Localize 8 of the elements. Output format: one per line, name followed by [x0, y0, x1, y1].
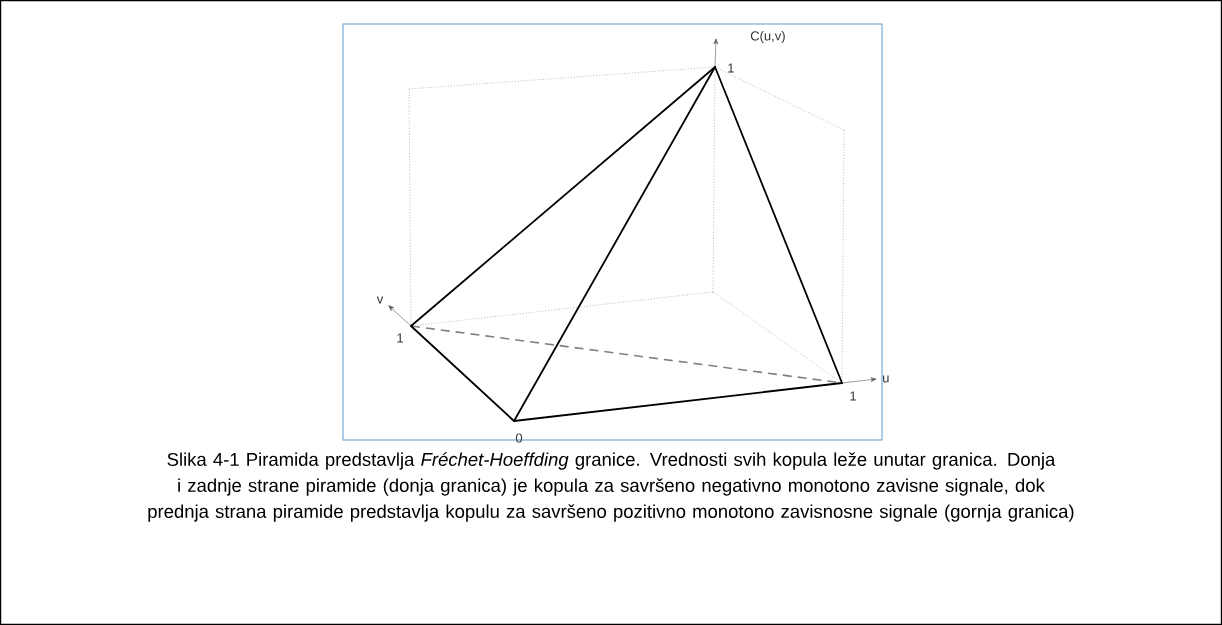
caption: Slika 4-1 Piramida predstavlja Fréchet-Hoeffding granice. Vrednosti svih kopula leže unutar granica. Donja i zadnje strane piramide (donja granica) je kopula za savršeno negativno monotono zavisne signale, dok prednja strana piramide predstavlja kopulu za savršeno pozitivno monotono zavisnosne signale (gornja granica) [148, 452, 1074, 522]
axis-label: v [376, 296, 384, 304]
axis-label: 0 [515, 433, 523, 443]
axis-label: u [883, 375, 889, 383]
axis-label: 1 [728, 63, 734, 73]
axis-label: 1 [850, 391, 856, 401]
axis-label: C(u,v) [750, 30, 785, 44]
axis-label: 1 [397, 333, 403, 343]
